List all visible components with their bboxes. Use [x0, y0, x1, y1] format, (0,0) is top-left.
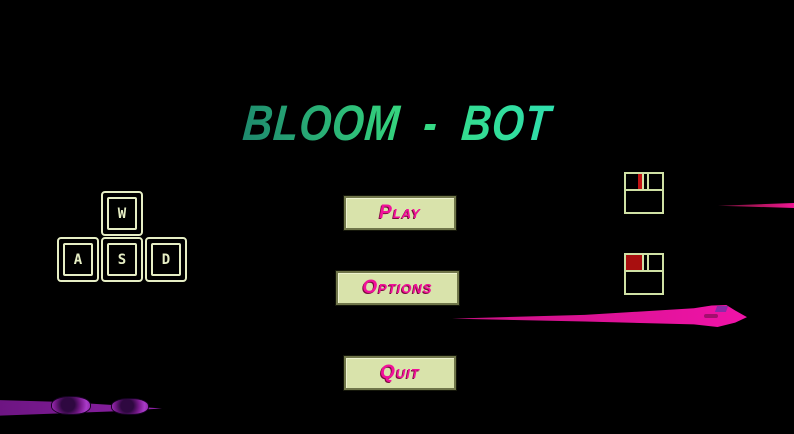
mouse-wheel-line-left — [642, 174, 644, 189]
key-w-icon: W — [101, 191, 143, 236]
mouse-middle-highlight — [638, 174, 642, 189]
key-s-label: S — [107, 243, 137, 276]
swirl-sprite — [52, 397, 90, 414]
quit-button[interactable]: Quit — [343, 355, 457, 391]
mouse-left-highlight — [626, 255, 642, 270]
mouse-wheel-line-left — [642, 255, 644, 270]
swirl-sprite — [112, 399, 148, 414]
mouse-wheel-line-right — [647, 255, 649, 270]
play-button[interactable]: Play — [343, 195, 457, 231]
magenta-dash-trail — [452, 305, 747, 327]
wasd-keys-hint: W A S D — [57, 191, 187, 282]
key-d-icon: D — [145, 237, 187, 282]
mouse-middle-click-icon — [624, 172, 664, 214]
key-w-label: W — [107, 197, 137, 230]
dash-trail-sprite-detail — [704, 314, 718, 318]
key-d-label: D — [151, 243, 181, 276]
magenta-streak-right — [718, 203, 794, 208]
mouse-body-divider — [626, 189, 662, 191]
game-title: BLOOM - BOT — [69, 95, 725, 151]
key-s-icon: S — [101, 237, 143, 282]
key-a-label: A — [63, 243, 93, 276]
key-a-icon: A — [57, 237, 99, 282]
mouse-left-click-icon — [624, 253, 664, 295]
mouse-body-divider — [626, 270, 662, 272]
options-button[interactable]: Options — [335, 270, 460, 306]
dash-trail-sprite-detail — [714, 306, 729, 312]
mouse-wheel-line-right — [647, 174, 649, 189]
